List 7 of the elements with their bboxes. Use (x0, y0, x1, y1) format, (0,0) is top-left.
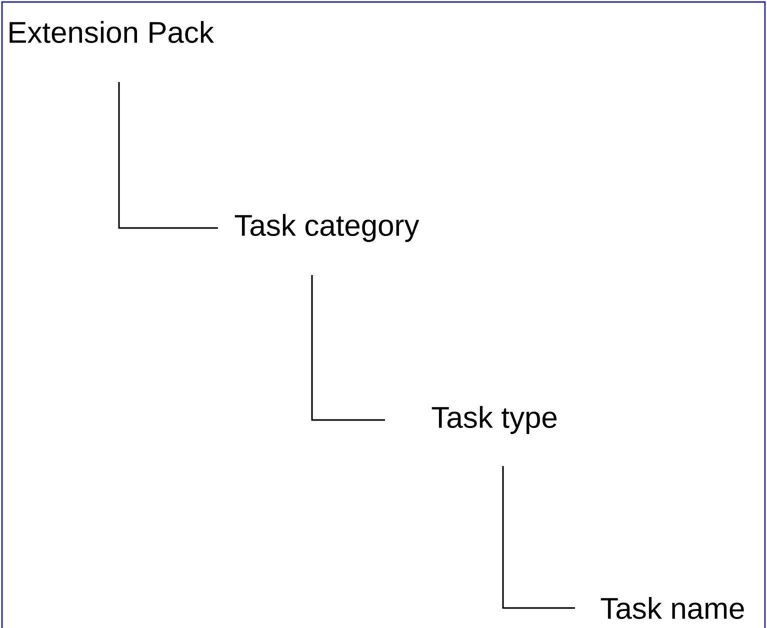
node-label: Task name (600, 596, 744, 620)
node-label: Task type (432, 406, 557, 434)
connector-line (118, 82, 218, 229)
node-label: Task category (234, 214, 420, 242)
connector-line (311, 275, 385, 421)
connector-line (502, 466, 575, 609)
node-label: Extension Pack (10, 20, 214, 44)
